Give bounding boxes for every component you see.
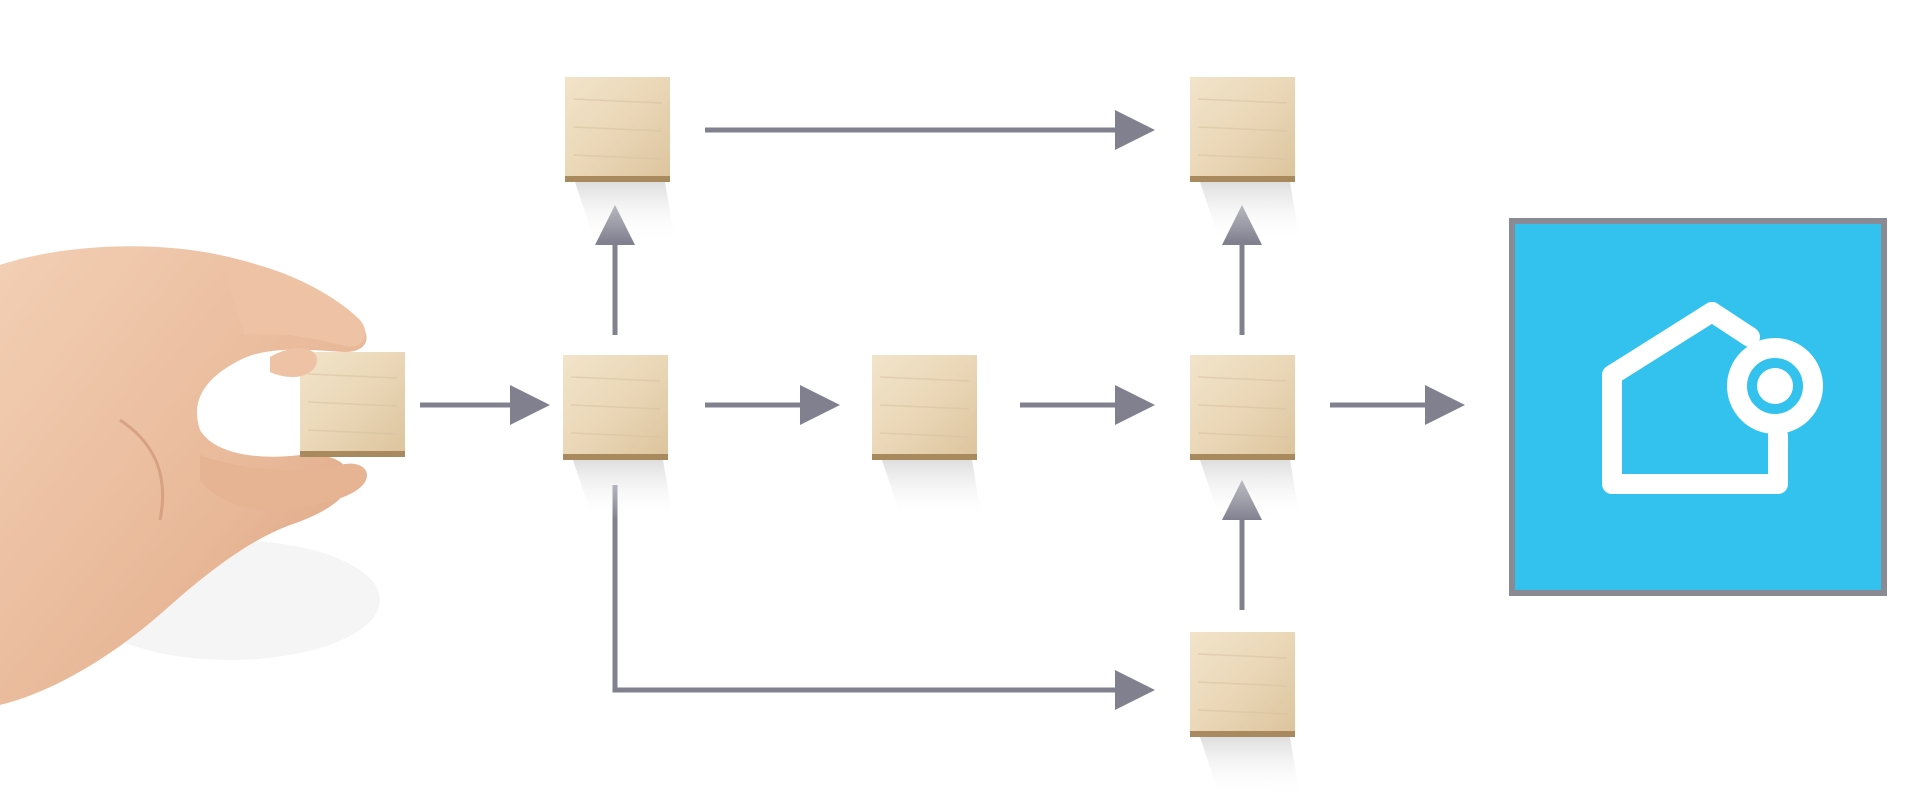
smart-home-icon bbox=[1602, 302, 1823, 494]
block-shadow bbox=[573, 460, 673, 520]
hand-illustration bbox=[0, 246, 380, 706]
block-grain bbox=[572, 98, 663, 104]
index-finger bbox=[220, 258, 366, 347]
block-shadow bbox=[882, 460, 982, 520]
block-top-1 bbox=[565, 77, 675, 242]
block-shadow bbox=[1200, 460, 1300, 520]
block-grain bbox=[570, 432, 661, 438]
block-bottom-edge bbox=[1190, 454, 1295, 460]
arrow-mid1-to-bottom bbox=[612, 485, 1155, 710]
block-bottom-edge bbox=[872, 454, 977, 460]
block-grain bbox=[879, 376, 970, 382]
block-grain bbox=[572, 154, 663, 160]
block-grain bbox=[1197, 376, 1288, 382]
thumb bbox=[200, 455, 368, 511]
block-bottom-edge bbox=[563, 454, 668, 460]
block-bottom bbox=[1190, 632, 1300, 797]
block-top-2 bbox=[1190, 77, 1300, 242]
block-grain bbox=[307, 401, 398, 407]
smart-home-logo bbox=[1509, 218, 1887, 596]
block-grain bbox=[570, 404, 661, 410]
block-grain bbox=[1197, 154, 1288, 160]
block-grain bbox=[570, 376, 661, 382]
start-block bbox=[300, 352, 405, 457]
logo-frame bbox=[1509, 218, 1887, 596]
block-mid-3 bbox=[1190, 355, 1300, 520]
block-grain bbox=[572, 126, 663, 132]
block-grain bbox=[1197, 404, 1288, 410]
block-grain bbox=[307, 429, 398, 435]
block-bottom-edge bbox=[1190, 731, 1295, 737]
block-grain bbox=[1197, 653, 1288, 659]
block-grain bbox=[1197, 681, 1288, 687]
fingertip bbox=[270, 348, 317, 377]
blocks-layer bbox=[270, 77, 1300, 797]
logo-dot bbox=[1757, 368, 1793, 404]
block-grain bbox=[879, 404, 970, 410]
block-grain bbox=[1197, 709, 1288, 715]
hand-palm bbox=[0, 246, 367, 706]
connectors bbox=[420, 110, 1465, 710]
hand-knuckle-line bbox=[119, 418, 165, 521]
block-grain bbox=[1197, 432, 1288, 438]
block-shadow bbox=[1200, 182, 1300, 242]
block-bottom-edge bbox=[300, 451, 405, 457]
block-grain bbox=[307, 373, 398, 379]
block-bottom-edge bbox=[1190, 176, 1295, 182]
block-mid-1 bbox=[563, 355, 673, 520]
block-grain bbox=[1197, 98, 1288, 104]
block-shadow bbox=[1200, 737, 1300, 797]
block-grain bbox=[879, 432, 970, 438]
block-shadow bbox=[575, 182, 675, 242]
block-mid-2 bbox=[872, 355, 982, 520]
block-bottom-edge bbox=[565, 176, 670, 182]
block-grain bbox=[1197, 126, 1288, 132]
